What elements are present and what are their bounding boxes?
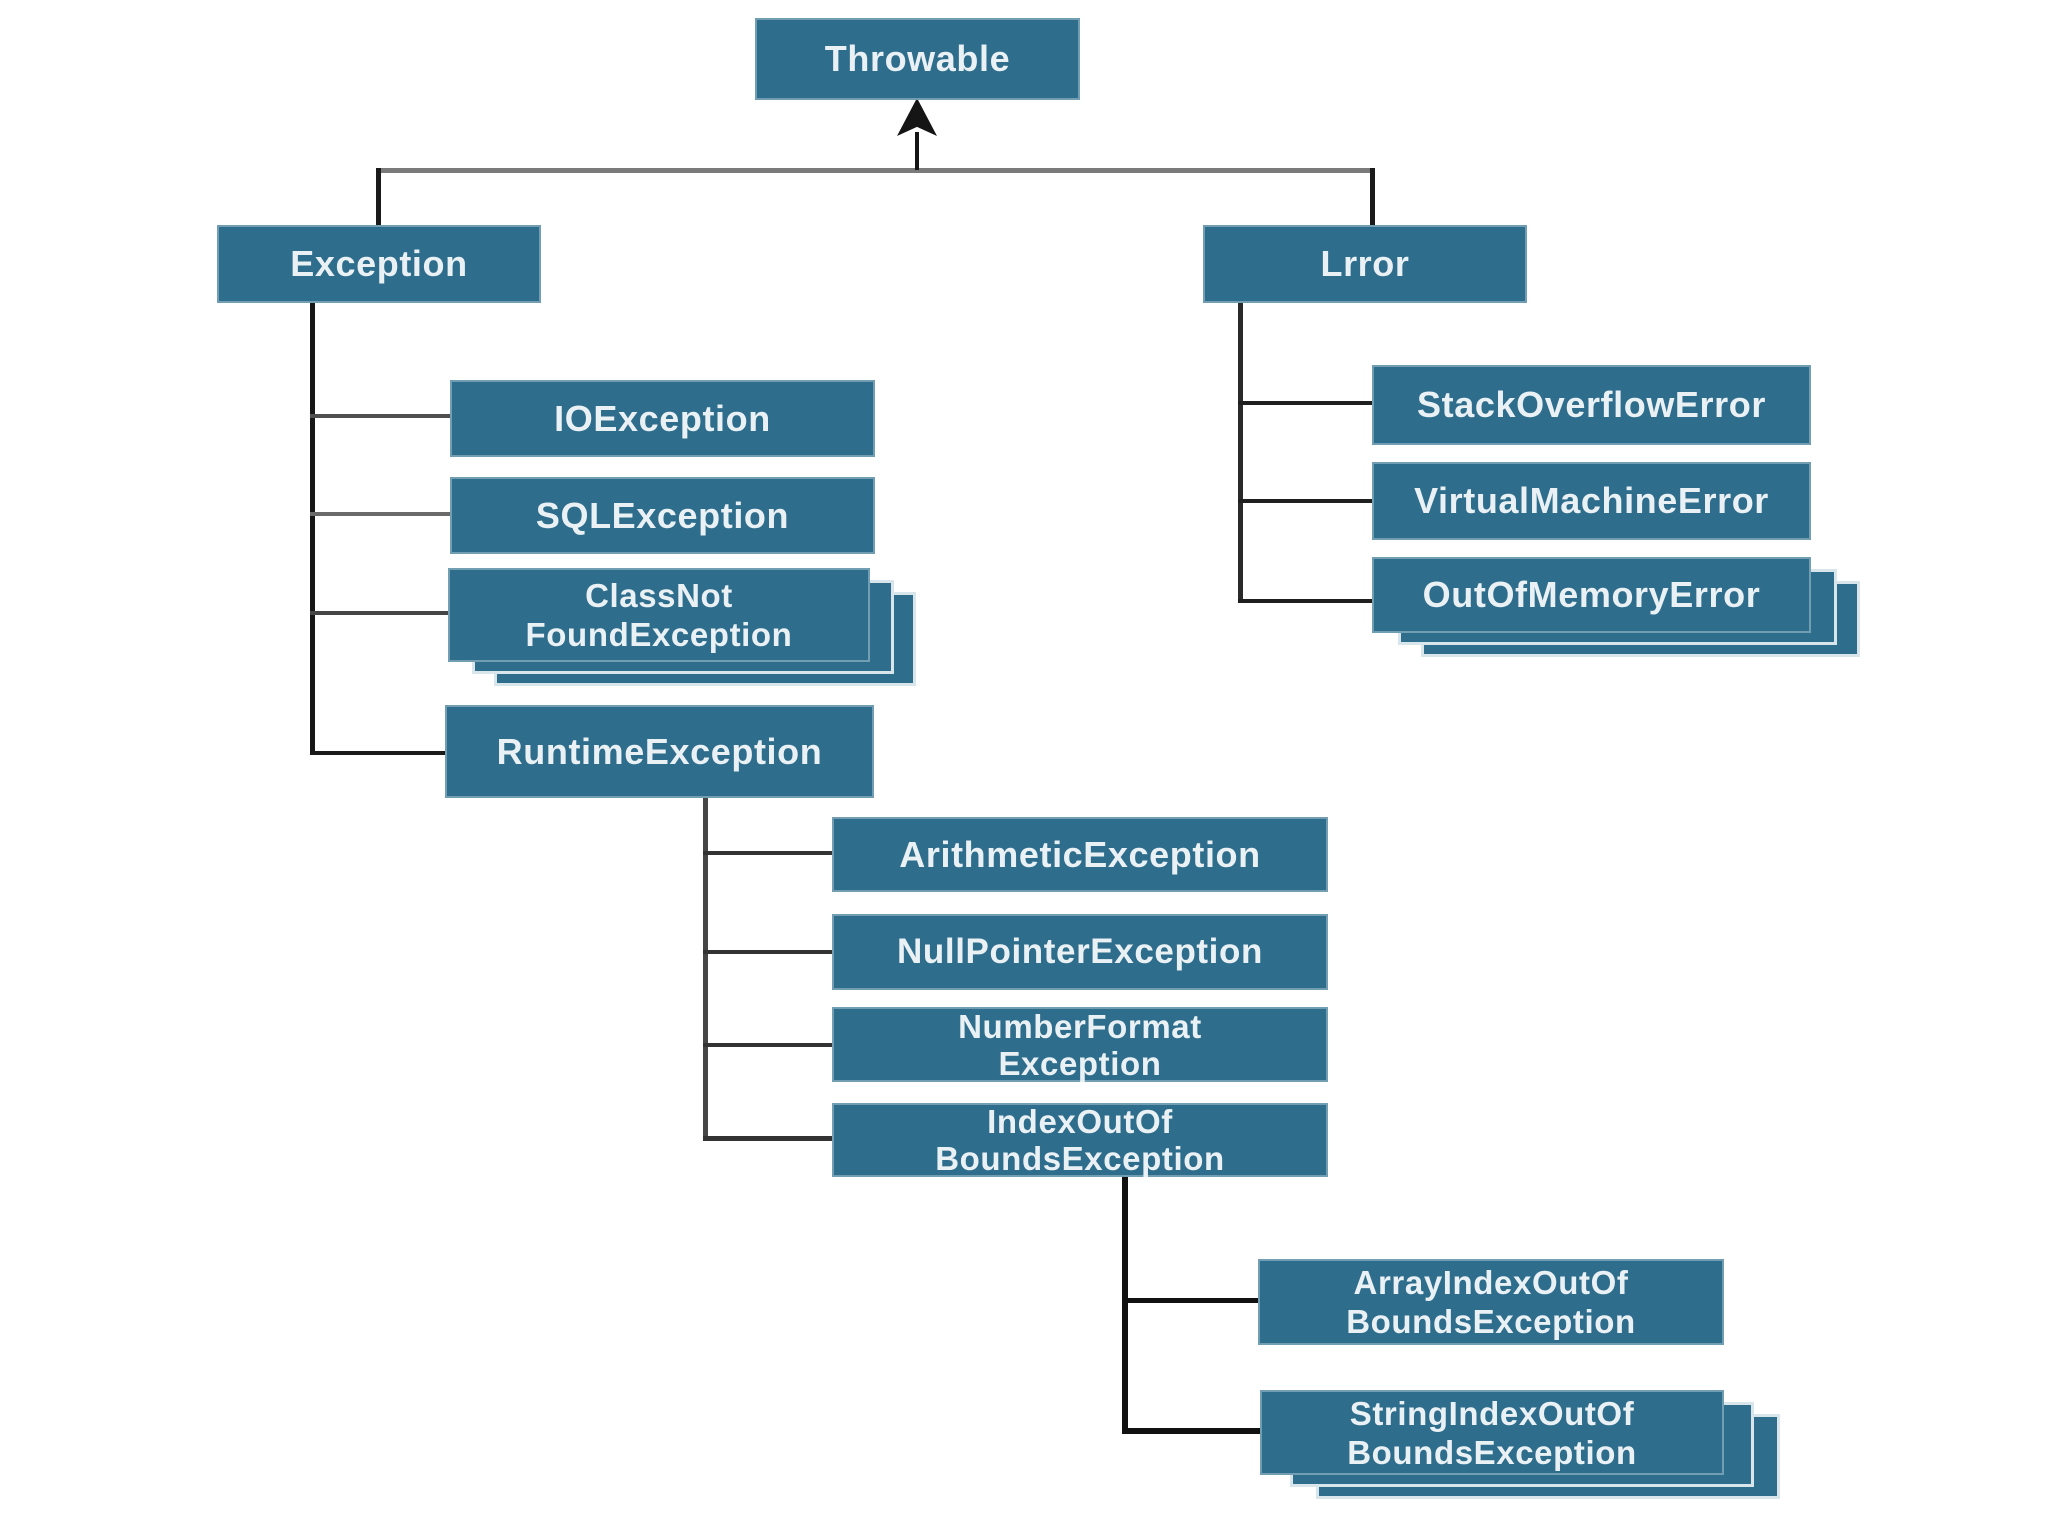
connector-exception-trunk: [310, 303, 315, 755]
node-sqlexception: SQLException: [450, 477, 875, 554]
connector-arithmetic-stub: [703, 851, 832, 855]
node-throwable: Throwable: [755, 18, 1080, 100]
connector-stackoverflow-stub: [1238, 401, 1372, 405]
connector-top-branch: [376, 168, 1374, 173]
node-numberformatexception: NumberFormat Exception: [832, 1007, 1328, 1082]
connector-arrow-shaft: [915, 132, 919, 170]
node-indexoutofboundsexception: IndexOutOf BoundsException: [832, 1103, 1328, 1177]
node-arrayindexoutofboundsexception: ArrayIndexOutOf BoundsException: [1258, 1259, 1724, 1345]
node-classnotfoundexception: ClassNot FoundException: [448, 568, 870, 662]
node-stringindexoutofboundsexception: StringIndexOutOf BoundsException: [1260, 1390, 1724, 1475]
connector-indexoutofbounds-trunk: [1122, 1177, 1128, 1433]
node-error: Lrror: [1203, 225, 1527, 303]
node-nullpointerexception: NullPointerException: [832, 914, 1328, 990]
connector-classnotfound-stub: [310, 611, 448, 615]
connector-numberformat-stub: [703, 1043, 832, 1047]
node-arithmeticexception: ArithmeticException: [832, 817, 1328, 892]
connector-stringindex-stub: [1122, 1428, 1260, 1434]
connector-exception-stub: [376, 168, 381, 225]
connector-sqlexception-stub: [310, 512, 450, 516]
connector-runtime-stub: [310, 751, 445, 755]
connector-arrayindex-stub: [1122, 1298, 1258, 1303]
connector-error-trunk: [1238, 303, 1243, 603]
connector-outofmemory-stub: [1238, 599, 1372, 603]
node-outofmemoryerror: OutOfMemoryError: [1372, 557, 1811, 633]
node-stackoverflowerror: StackOverflowError: [1372, 365, 1811, 445]
node-exception: Exception: [217, 225, 541, 303]
connector-indexoutofbounds-stub: [703, 1136, 832, 1141]
node-ioexception: IOException: [450, 380, 875, 457]
node-runtimeexception: RuntimeException: [445, 705, 874, 798]
connector-virtualmachine-stub: [1238, 499, 1372, 503]
connector-nullpointer-stub: [703, 950, 832, 954]
connector-ioexception-stub: [310, 414, 450, 418]
connector-error-stub: [1370, 168, 1375, 225]
node-virtualmachineerror: VirtualMachineError: [1372, 462, 1811, 540]
connector-runtime-trunk: [703, 798, 708, 1141]
inheritance-up-arrow-icon: [897, 98, 937, 136]
